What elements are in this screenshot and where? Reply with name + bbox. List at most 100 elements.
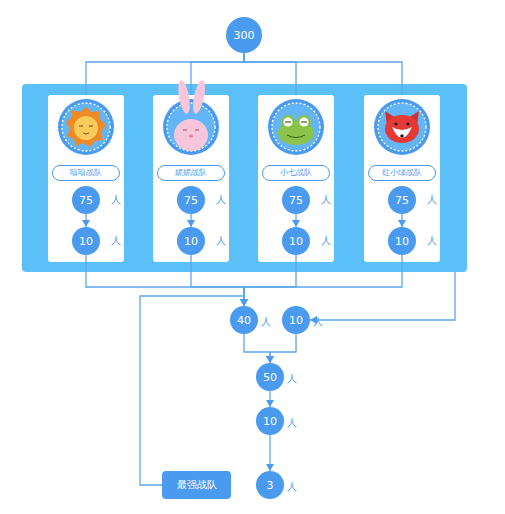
frog-pupil — [285, 121, 291, 122]
frog-eye — [300, 118, 309, 127]
team-name: 红小绿战队 — [368, 165, 436, 181]
connector — [310, 272, 455, 320]
connector — [270, 334, 296, 363]
node-text: 10 — [289, 314, 303, 327]
avatar-ring — [58, 99, 114, 155]
result-box: 最强战队 — [162, 471, 231, 499]
connector — [191, 53, 244, 95]
count-circle: 10 — [282, 227, 310, 255]
unit-label: 人 — [427, 194, 437, 206]
unit-label: 人 — [313, 316, 323, 328]
rabbit-ear — [176, 79, 192, 114]
node-text: 300 — [234, 29, 255, 42]
connector — [244, 255, 296, 306]
connector — [140, 296, 244, 485]
connector — [401, 214, 402, 227]
team-name: 嘻嘻战队 — [52, 165, 120, 181]
avatar-ring — [268, 99, 324, 155]
lion-mane — [66, 107, 106, 147]
unit-label: 人 — [321, 235, 331, 247]
frog-face — [278, 121, 314, 145]
count-circle: 75 — [388, 186, 416, 214]
lion-eye — [79, 125, 83, 126]
rabbit-eye — [183, 129, 187, 130]
unit-label: 人 — [111, 235, 121, 247]
fox-muzzle — [392, 127, 412, 138]
rabbit-face — [174, 119, 208, 151]
team-name: 妮妮战队 — [157, 165, 225, 181]
frog-eye-bump — [281, 115, 295, 129]
fox-eye — [406, 122, 409, 125]
count-circle: 50 — [256, 363, 284, 391]
frog-pupil — [301, 121, 307, 122]
connector — [295, 214, 296, 227]
fox-nose — [400, 134, 404, 138]
lion-eye — [89, 125, 93, 126]
avatar-dash — [62, 103, 110, 151]
connector — [269, 435, 270, 471]
count-circle: 10 — [388, 227, 416, 255]
connector — [244, 53, 296, 95]
frog-avatar — [268, 99, 324, 155]
fox-ear — [385, 111, 396, 125]
unit-label: 人 — [261, 316, 271, 328]
count-circle: 3 — [256, 471, 284, 499]
fox-ear — [408, 111, 419, 125]
frog-eye-bump — [297, 115, 311, 129]
avatar-dash — [378, 103, 426, 151]
rabbit-nose — [189, 135, 193, 138]
unit-label: 人 — [287, 481, 297, 493]
unit-label: 人 — [111, 194, 121, 206]
unit-label: 人 — [287, 373, 297, 385]
node-text: 10 — [263, 415, 277, 428]
rabbit-ear — [191, 79, 208, 114]
connector — [190, 214, 191, 227]
team-band: 嘻嘻战队7510妮妮战队7510小七战队7510红小绿战队7510 — [22, 84, 467, 272]
rabbit-eye — [195, 129, 199, 130]
lion-avatar — [58, 99, 114, 155]
connector — [244, 334, 270, 363]
node-text: 10 — [289, 235, 303, 248]
fox-avatar — [374, 99, 430, 155]
unit-label: 人 — [216, 194, 226, 206]
node-text: 最强战队 — [177, 478, 217, 492]
avatar-ring — [163, 99, 219, 155]
count-circle: 300 — [226, 17, 262, 53]
count-circle: 75 — [177, 186, 205, 214]
node-text: 10 — [184, 235, 198, 248]
avatar-dash — [167, 103, 215, 151]
connector — [86, 255, 244, 306]
node-text: 3 — [267, 479, 274, 492]
unit-label: 人 — [287, 417, 297, 429]
count-circle: 10 — [256, 407, 284, 435]
connector — [86, 53, 244, 95]
fox-eye — [394, 122, 397, 125]
connector — [191, 255, 244, 306]
frog-eye — [284, 118, 293, 127]
unit-label: 人 — [321, 194, 331, 206]
node-text: 10 — [395, 235, 409, 248]
count-circle: 10 — [282, 306, 310, 334]
count-circle: 10 — [177, 227, 205, 255]
node-text: 75 — [184, 194, 198, 207]
connector — [85, 214, 86, 227]
node-text: 75 — [289, 194, 303, 207]
count-circle: 75 — [282, 186, 310, 214]
count-circle: 10 — [72, 227, 100, 255]
fox-head — [385, 115, 419, 143]
avatar-dash — [272, 103, 320, 151]
avatar-ring — [374, 99, 430, 155]
unit-label: 人 — [216, 235, 226, 247]
lion-mouth — [83, 133, 89, 134]
node-text: 75 — [395, 194, 409, 207]
node-text: 75 — [79, 194, 93, 207]
node-text: 10 — [79, 235, 93, 248]
connector — [269, 391, 270, 407]
rabbit-avatar — [163, 79, 219, 155]
count-circle: 40 — [230, 306, 258, 334]
frog-mouth — [287, 135, 305, 138]
connector — [244, 53, 402, 95]
count-circle: 75 — [72, 186, 100, 214]
